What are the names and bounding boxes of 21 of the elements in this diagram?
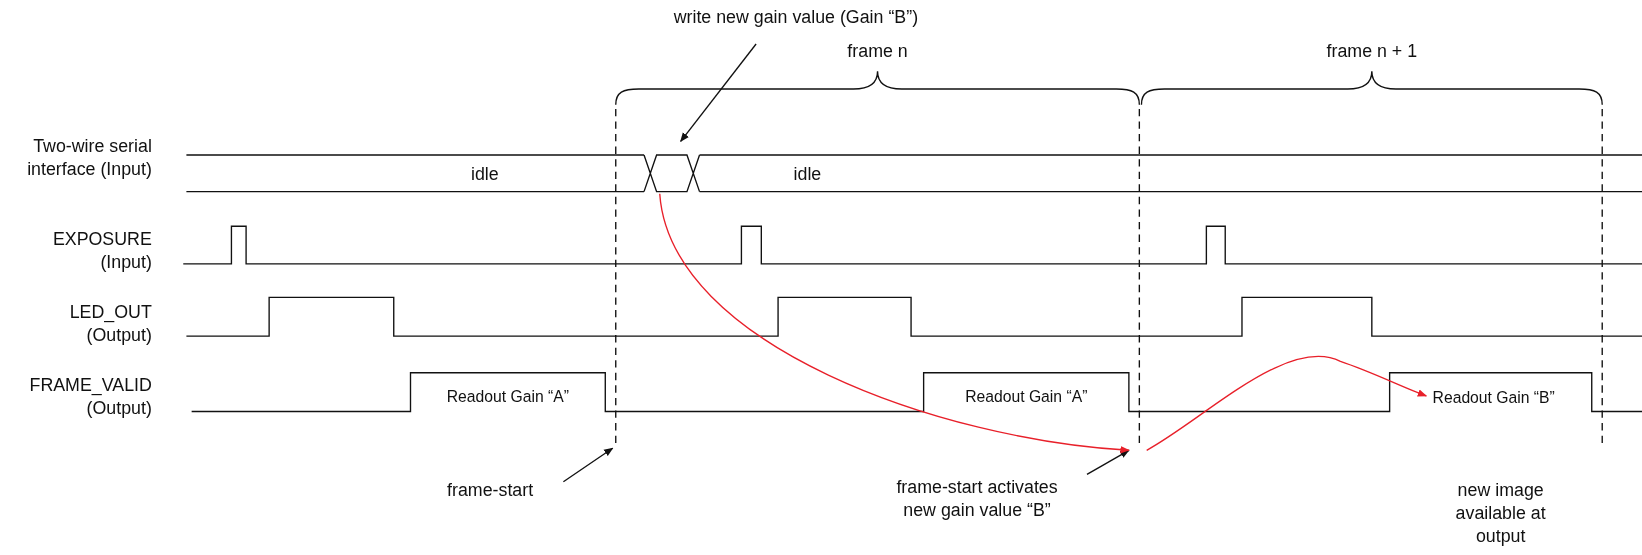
state-label: idle bbox=[470, 163, 500, 187]
note-text: new image available at output bbox=[1454, 479, 1547, 549]
pulse-label: Readout Gain “A” bbox=[445, 386, 570, 408]
leader-arrow bbox=[680, 43, 757, 143]
arrow bbox=[659, 193, 1130, 454]
signal-name: EXPOSURE (Input) bbox=[51, 228, 152, 275]
annotation-text: write new gain value (Gain “B”) bbox=[628, 6, 964, 30]
annotation-text: frame-start activates new gain value “B” bbox=[880, 476, 1074, 523]
annotation-text: frame-start bbox=[427, 479, 553, 503]
arrow bbox=[1146, 355, 1428, 451]
annotation-text: Readout Gain “B” bbox=[1432, 386, 1601, 410]
leader-arrow bbox=[562, 447, 614, 483]
pulse-label: Readout Gain “A” bbox=[964, 386, 1089, 408]
signal-name: FRAME_VALID (Output) bbox=[28, 373, 152, 420]
signal-name: LED_OUT (Output) bbox=[68, 301, 152, 348]
signal-name: Two-wire serial interface (Input) bbox=[26, 135, 152, 182]
leader-arrow bbox=[1086, 449, 1130, 476]
bus-transition bbox=[643, 154, 701, 193]
state-label: idle bbox=[792, 163, 823, 187]
bracket-label: frame n bbox=[846, 39, 909, 63]
bracket-label: frame n + 1 bbox=[1325, 39, 1419, 63]
